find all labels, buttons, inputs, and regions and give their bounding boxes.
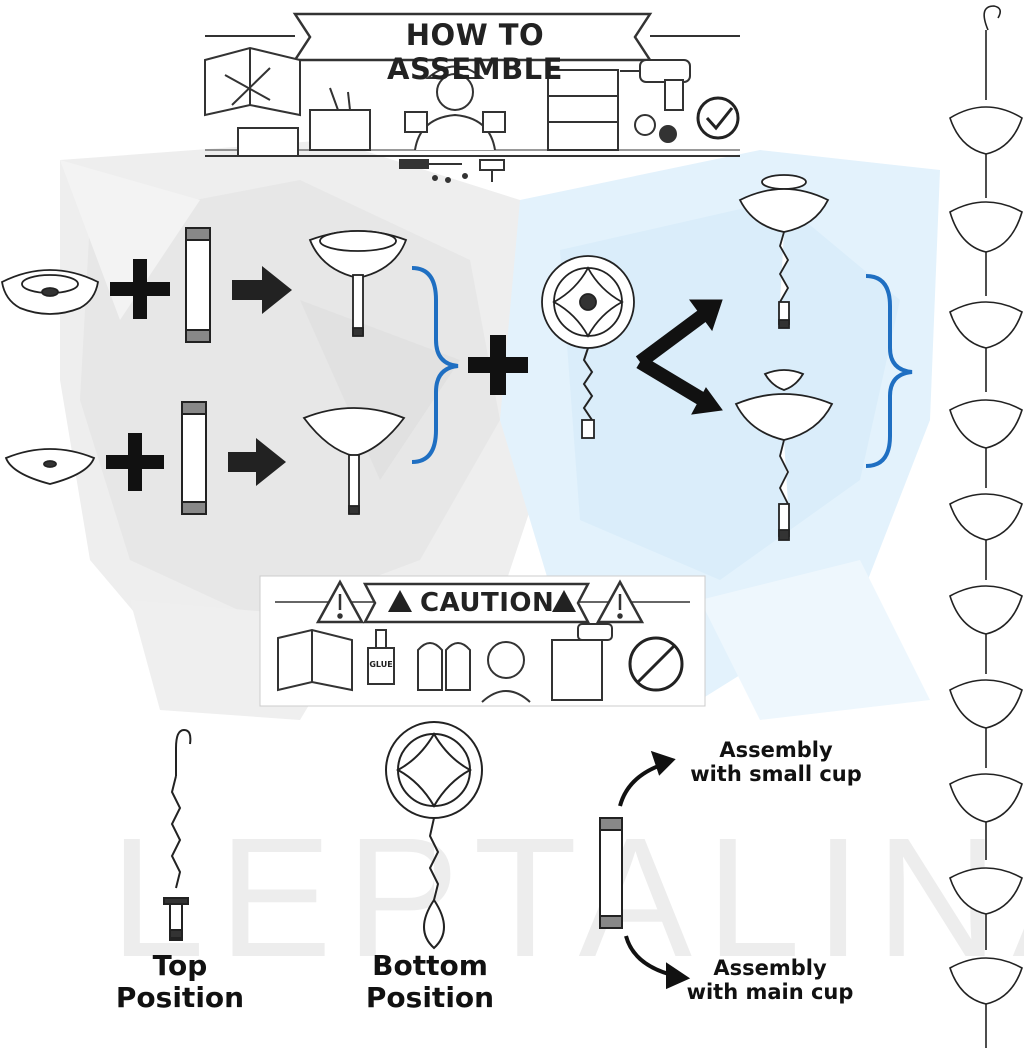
bottom-position-label: Bottom Position (365, 949, 495, 1015)
tiered-cup-with-chain-top (738, 174, 830, 329)
main-cup-label: Assembly with main cup (686, 956, 854, 1005)
shelf-icon (547, 69, 619, 151)
manual-book-icon (204, 46, 301, 117)
small-cup-part (4, 448, 96, 485)
warning-small-icon (388, 590, 576, 612)
arrow-right-icon-2 (228, 438, 286, 486)
plus-sign (110, 259, 170, 319)
warning-icon-left (315, 579, 365, 624)
tools-icon (399, 159, 505, 183)
curved-arrow-up (618, 750, 676, 807)
caution-drill-icon (551, 623, 613, 701)
caution-title: CAUTION (420, 588, 555, 618)
gear-icon (634, 114, 677, 143)
big-plus-sign (468, 335, 528, 395)
assembled-small-cup-on-pipe (302, 407, 406, 515)
tiered-cup-with-chain-bottom (734, 369, 834, 541)
pipe-part-2 (181, 401, 207, 515)
plus-sign-2 (106, 433, 164, 491)
arrow-right-icon (232, 266, 292, 314)
glue-label: GLUE (369, 660, 393, 669)
gloves-icon (417, 642, 471, 691)
top-position-label: Top Position (115, 949, 245, 1015)
curved-arrow-down (624, 935, 691, 990)
bottom-flower-chain (385, 721, 483, 950)
split-arrows (635, 299, 723, 415)
watermark-text: LEPTALINA (110, 803, 1024, 993)
child-icon (481, 641, 531, 703)
top-hook-chain (163, 728, 192, 941)
worker-icon (404, 65, 506, 151)
left-bracket (411, 266, 459, 464)
header-title: HOW TO ASSEMBLE (387, 18, 563, 86)
flower-plate-with-chain (541, 255, 635, 439)
large-cup-part (1, 269, 99, 315)
full-rain-chain (949, 5, 1023, 1048)
caution-book-icon (277, 628, 353, 692)
small-cup-label: Assembly with small cup (690, 738, 862, 787)
check-icon (696, 96, 740, 140)
glue-bottle-icon (367, 629, 395, 685)
no-tools-icon (628, 636, 684, 692)
right-bracket (865, 274, 913, 468)
warning-icon-right (595, 579, 645, 624)
drill-icon (620, 59, 691, 111)
screw-box-icon (237, 87, 371, 157)
assembled-cup-on-pipe (308, 230, 408, 337)
pipe-part (185, 227, 211, 343)
connector-pipe (599, 817, 623, 929)
